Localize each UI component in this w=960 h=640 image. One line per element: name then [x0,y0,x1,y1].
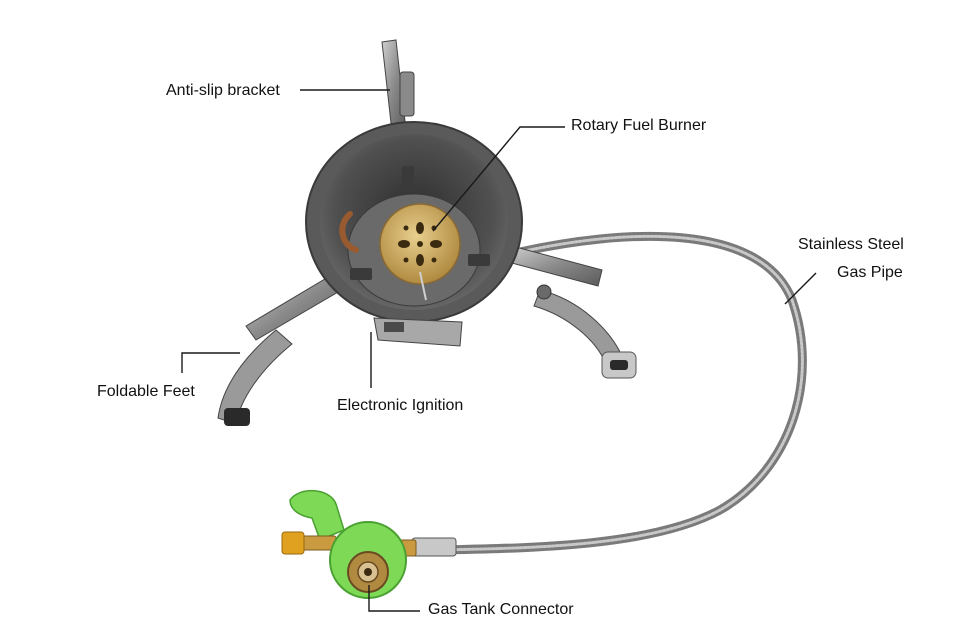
leader-foldable-feet [181,352,240,373]
leader-stainless-steel-pipe [784,272,817,305]
label-electronic-ignition: Electronic Ignition [337,397,464,414]
rotary-fuel-burner [379,203,461,285]
anti-slip-bracket-top [381,39,415,133]
foldable-foot-right [507,245,637,379]
label-foldable-feet: Foldable Feet [97,383,195,400]
label-stainless-steel-line2: Gas Pipe [837,264,903,281]
leader-gas-tank-connector [368,585,420,612]
label-rotary-fuel-burner: Rotary Fuel Burner [571,117,707,134]
gas-pipe [435,231,807,555]
label-anti-slip-bracket: Anti-slip bracket [166,82,280,99]
leader-rotary-fuel-burner [432,126,565,232]
gas-tank-connector [281,489,457,599]
foldable-foot-left [217,275,339,426]
leader-lines [181,89,817,612]
label-gas-tank-connector: Gas Tank Connector [428,601,574,618]
electronic-ignition [373,271,463,347]
label-stainless-steel-line1: Stainless Steel [798,236,904,253]
